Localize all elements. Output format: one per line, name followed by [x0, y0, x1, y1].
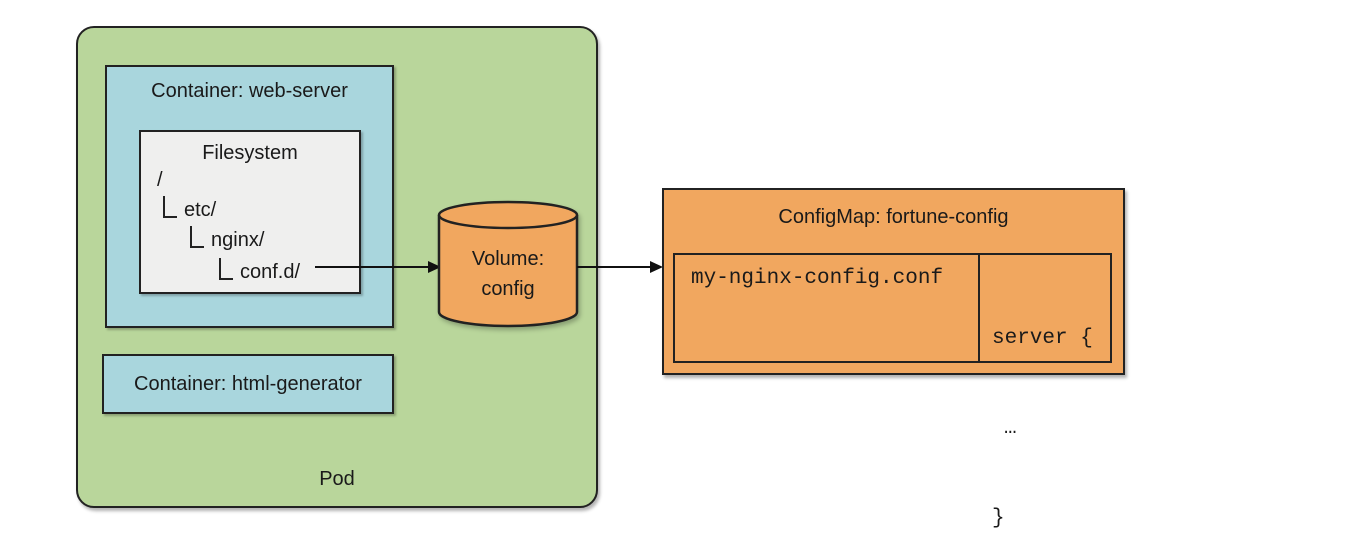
configmap-key-cell: my-nginx-config.conf [675, 255, 980, 361]
filesystem-nginx-label: nginx/ [211, 229, 265, 251]
configmap-value-line3: } [992, 507, 1005, 530]
tree-branch-icon [163, 196, 177, 218]
volume-label-line2: config [481, 278, 535, 300]
filesystem-box: Filesystem / etc/ nginx/ conf.d/ [139, 130, 361, 294]
filesystem-root-row: / [157, 168, 163, 192]
configmap-box: ConfigMap: fortune-config my-nginx-confi… [662, 188, 1125, 530]
filesystem-etc-row: etc/ [163, 196, 217, 222]
arrowhead-icon [650, 261, 663, 273]
configmap-value-line2: … [1004, 417, 1017, 440]
tree-branch-icon [190, 226, 204, 248]
container-web-server-box: Container: web-server Filesystem / etc/ … [105, 65, 394, 328]
filesystem-root-label: / [157, 169, 163, 191]
configmap-entry-table: my-nginx-config.conf server { … } [673, 253, 1112, 530]
filesystem-confd-row: conf.d/ [219, 258, 301, 284]
filesystem-confd-label: conf.d/ [240, 261, 301, 283]
arrow-confd-to-volume [315, 266, 430, 268]
volume-cylinder-icon [437, 200, 579, 328]
configmap-title: ConfigMap: fortune-config [778, 206, 1009, 228]
configmap-value-cell: server { … } [980, 255, 1110, 530]
filesystem-title: Filesystem [202, 142, 298, 164]
arrow-volume-to-configmap [577, 266, 652, 268]
container-html-generator-label: Container: html-generator [134, 372, 362, 395]
tree-branch-icon [219, 258, 233, 280]
filesystem-etc-label: etc/ [184, 199, 217, 221]
filesystem-nginx-row: nginx/ [190, 226, 265, 252]
container-html-generator-box: Container: html-generator [102, 354, 394, 414]
configmap-value-line1: server { [992, 327, 1093, 350]
container-web-server-label: Container: web-server [151, 80, 348, 102]
pod-label: Pod [319, 468, 355, 490]
volume-label-line1: Volume: [471, 248, 545, 270]
volume-label: Volume: config [437, 244, 579, 304]
